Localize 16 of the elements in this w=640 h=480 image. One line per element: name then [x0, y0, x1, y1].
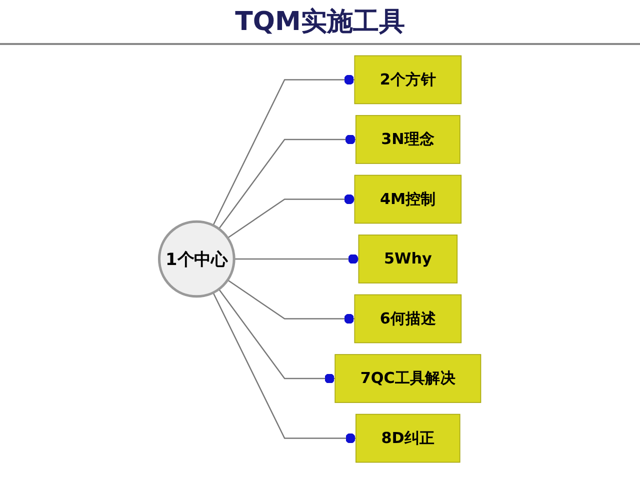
title: TQM实施工具 [234, 6, 406, 39]
node-box: 6何描述 [354, 294, 462, 344]
node-box: 8D纠正 [356, 414, 460, 463]
connector [212, 74, 355, 226]
connector [218, 288, 336, 384]
node-box: 4M控制 [354, 174, 462, 224]
node-circle: 1个中心 [158, 220, 236, 298]
connector [212, 292, 356, 444]
connector [227, 194, 355, 238]
node-box: 3N理念 [356, 115, 460, 164]
connector [218, 134, 356, 230]
node-box: 7QC工具解决 [334, 354, 482, 403]
connector [234, 254, 359, 264]
node-box: 5Why [358, 234, 458, 284]
connector [227, 280, 355, 324]
node-box: 2个方针 [354, 55, 462, 104]
